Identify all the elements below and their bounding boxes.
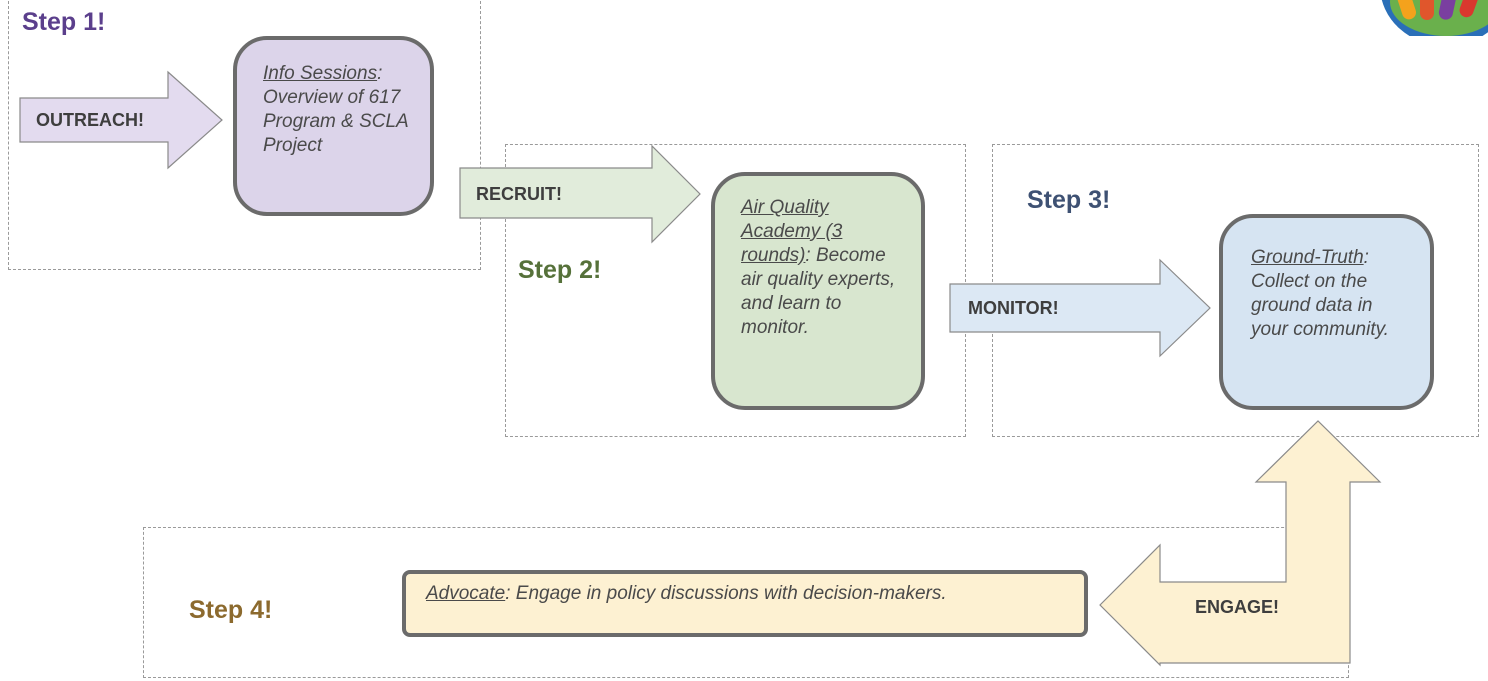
recruit-label: RECRUIT!: [476, 184, 562, 204]
info-sessions-body: Overview of 617 Program & SCLA Project: [263, 87, 409, 156]
step4-label: Step 4!: [189, 596, 273, 624]
info-sessions-card: Info Sessions: Overview of 617 Program &…: [233, 36, 434, 216]
recruit-arrow: [459, 144, 701, 244]
step1-region: [8, 0, 481, 270]
step3-label: Step 3!: [1027, 186, 1111, 214]
step1-label: Step 1!: [22, 8, 106, 36]
engage-arrow: [1099, 420, 1382, 667]
community-logo: [1381, 0, 1488, 36]
monitor-arrow: [949, 258, 1211, 358]
ground-truth-title: Ground-Truth: [1251, 247, 1364, 268]
outreach-arrow: [19, 70, 223, 170]
info-sessions-title: Info Sessions: [263, 63, 378, 84]
info-sessions-sep: :: [377, 63, 383, 84]
step2-label: Step 2!: [518, 256, 602, 284]
ground-truth-card: Ground-Truth: Collect on the ground data…: [1219, 214, 1434, 410]
advocate-card: Advocate: Engage in policy discussions w…: [402, 570, 1088, 637]
academy-body: Become air quality experts, and learn to…: [741, 245, 896, 338]
ground-truth-sep: :: [1363, 247, 1369, 268]
advocate-body: Engage in policy discussions with decisi…: [515, 583, 947, 604]
engage-label: ENGAGE!: [1195, 597, 1280, 617]
ground-truth-body: Collect on the ground data in your commu…: [1251, 271, 1389, 340]
outreach-label: OUTREACH!: [36, 110, 144, 130]
advocate-title: Advocate: [426, 583, 506, 604]
academy-sep: :: [805, 245, 811, 266]
monitor-label: MONITOR!: [968, 298, 1059, 318]
advocate-sep: :: [505, 583, 511, 604]
air-quality-academy-card: Air Quality Academy (3 rounds): Become a…: [711, 172, 925, 410]
academy-title: Air Quality Academy (3 rounds): [741, 197, 843, 266]
